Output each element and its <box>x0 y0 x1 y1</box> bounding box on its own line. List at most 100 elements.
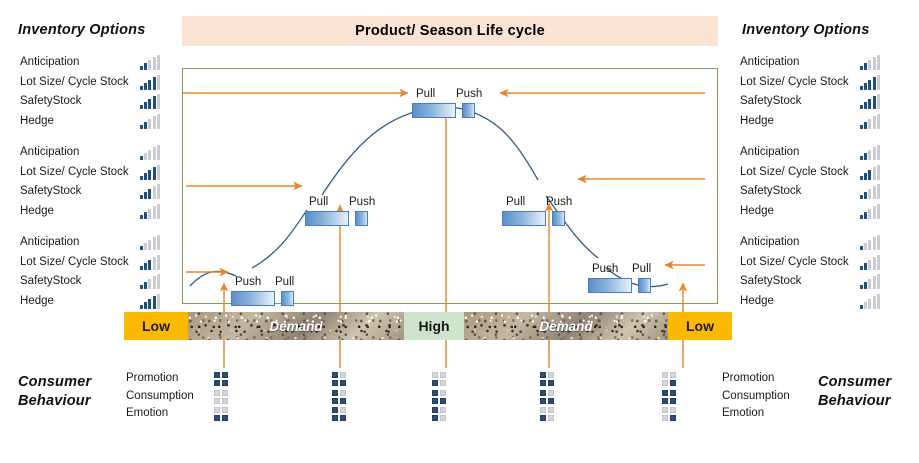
signal-strength-icon <box>860 113 880 129</box>
consumer-indicator-c2-r2 <box>432 407 446 421</box>
right-inventory-row: Lot Size/ Cycle Stock <box>740 72 849 92</box>
right-inventory-row: Lot Size/ Cycle Stock <box>740 162 849 182</box>
right-inventory-row: Hedge <box>740 201 774 221</box>
left-inventory-row: Anticipation <box>20 142 79 162</box>
signal-strength-icon <box>860 74 880 90</box>
left-inventory-label: Hedge <box>20 114 54 127</box>
page-title: Product/ Season Life cycle <box>355 23 545 39</box>
indicator-cell <box>540 407 546 413</box>
stage-intro-label-second: Pull <box>275 276 295 288</box>
consumer-indicator-c4-r0 <box>662 372 676 386</box>
stage-intro-short-bar <box>281 291 294 306</box>
signal-strength-icon <box>860 293 880 309</box>
left-inventory-label: Anticipation <box>20 56 80 68</box>
right-inventory-options-heading: Inventory Options <box>742 22 870 38</box>
indicator-cell <box>339 397 346 404</box>
right-inventory-row: Anticipation <box>740 142 799 162</box>
consumer-indicator-c4-r2 <box>662 407 676 421</box>
consumer-indicator-c3-r2 <box>540 407 554 421</box>
left-consumer-behaviour-line2: Behaviour <box>18 393 91 409</box>
left-inventory-row: Hedge <box>20 111 54 131</box>
indicator-cell <box>547 397 554 404</box>
right-inventory-level-icon <box>860 94 880 114</box>
signal-strength-icon <box>860 94 880 109</box>
stage-decline-short-bar <box>552 211 565 226</box>
indicator-cell <box>547 407 554 413</box>
consumer-row-label-left-0: Promotion <box>126 372 179 384</box>
right-inventory-row: Hedge <box>740 291 774 311</box>
consumer-indicator-c0-r0 <box>214 372 228 386</box>
consumer-indicator-c1-r1 <box>332 390 346 404</box>
stage-peak-label-first: Pull <box>416 88 436 100</box>
signal-strength-icon <box>140 145 160 160</box>
signal-strength-icon <box>140 113 160 129</box>
left-inventory-label: SafetyStock <box>20 275 82 287</box>
right-inventory-row: SafetyStock <box>740 181 801 201</box>
indicator-cell <box>214 414 220 421</box>
consumer-indicator-c2-r0 <box>432 372 446 386</box>
right-inventory-level-icon <box>860 164 880 185</box>
diagram-title-banner: Product/ Season Life cycle <box>182 16 718 46</box>
indicator-cell <box>669 390 676 396</box>
indicator-cell <box>221 414 228 421</box>
right-inventory-level-icon <box>860 293 880 314</box>
left-inventory-label: Lot Size/ Cycle Stock <box>20 255 129 268</box>
left-inventory-row: SafetyStock <box>20 271 81 291</box>
demand-low-left: Low <box>124 312 188 340</box>
left-inventory-label: Lot Size/ Cycle Stock <box>20 75 129 88</box>
left-inventory-level-icon <box>140 254 160 275</box>
consumer-indicator-c0-r2 <box>214 407 228 421</box>
indicator-cell <box>547 379 554 386</box>
right-inventory-level-icon <box>860 113 880 134</box>
left-inventory-row: SafetyStock <box>20 91 81 111</box>
right-inventory-label: SafetyStock <box>740 275 802 287</box>
indicator-cell <box>669 372 676 378</box>
stage-end-short-bar <box>638 278 651 293</box>
indicator-cell <box>332 372 338 378</box>
left-consumer-behaviour-line1: Consumer <box>18 374 92 390</box>
left-inventory-level-icon <box>140 55 160 75</box>
indicator-cell <box>214 397 220 404</box>
indicator-cell <box>540 379 546 386</box>
indicator-cell <box>332 407 338 413</box>
indicator-cell <box>439 372 446 378</box>
left-inventory-level-icon <box>140 235 160 255</box>
indicator-cell <box>540 397 546 404</box>
right-inventory-label: Lot Size/ Cycle Stock <box>740 255 849 268</box>
right-inventory-level-icon <box>860 55 880 75</box>
indicator-cell <box>547 372 554 378</box>
indicator-cell <box>432 379 438 386</box>
left-inventory-row: Hedge <box>20 291 54 311</box>
left-inventory-row: Lot Size/ Cycle Stock <box>20 72 129 92</box>
signal-strength-icon <box>860 55 880 70</box>
right-inventory-label: Hedge <box>740 294 774 307</box>
consumer-indicator-c0-r1 <box>214 390 228 404</box>
left-inventory-label: Lot Size/ Cycle Stock <box>20 165 129 178</box>
right-inventory-row: SafetyStock <box>740 271 801 291</box>
indicator-cell <box>221 397 228 404</box>
indicator-cell <box>439 407 446 413</box>
right-inventory-row: Anticipation <box>740 52 799 72</box>
indicator-cell <box>547 390 554 396</box>
indicator-cell <box>221 379 228 386</box>
signal-strength-icon <box>140 203 160 219</box>
stage-peak-short-bar <box>462 103 475 118</box>
stage-decline-long-bar <box>502 211 546 226</box>
signal-strength-icon <box>140 235 160 250</box>
right-inventory-level-icon <box>860 274 880 294</box>
indicator-cell <box>439 397 446 404</box>
left-inventory-level-icon <box>140 293 160 314</box>
signal-strength-icon <box>140 94 160 109</box>
right-inventory-label: Anticipation <box>740 236 800 248</box>
consumer-indicator-c4-r1 <box>662 390 676 404</box>
indicator-cell <box>332 390 338 396</box>
consumer-indicator-c3-r1 <box>540 390 554 404</box>
indicator-cell <box>662 397 668 404</box>
stage-end-label-first: Push <box>592 263 619 275</box>
signal-strength-icon <box>140 293 160 309</box>
right-inventory-row: Anticipation <box>740 232 799 252</box>
left-inventory-row: Lot Size/ Cycle Stock <box>20 162 129 182</box>
indicator-cell <box>540 414 546 421</box>
indicator-cell <box>339 379 346 386</box>
